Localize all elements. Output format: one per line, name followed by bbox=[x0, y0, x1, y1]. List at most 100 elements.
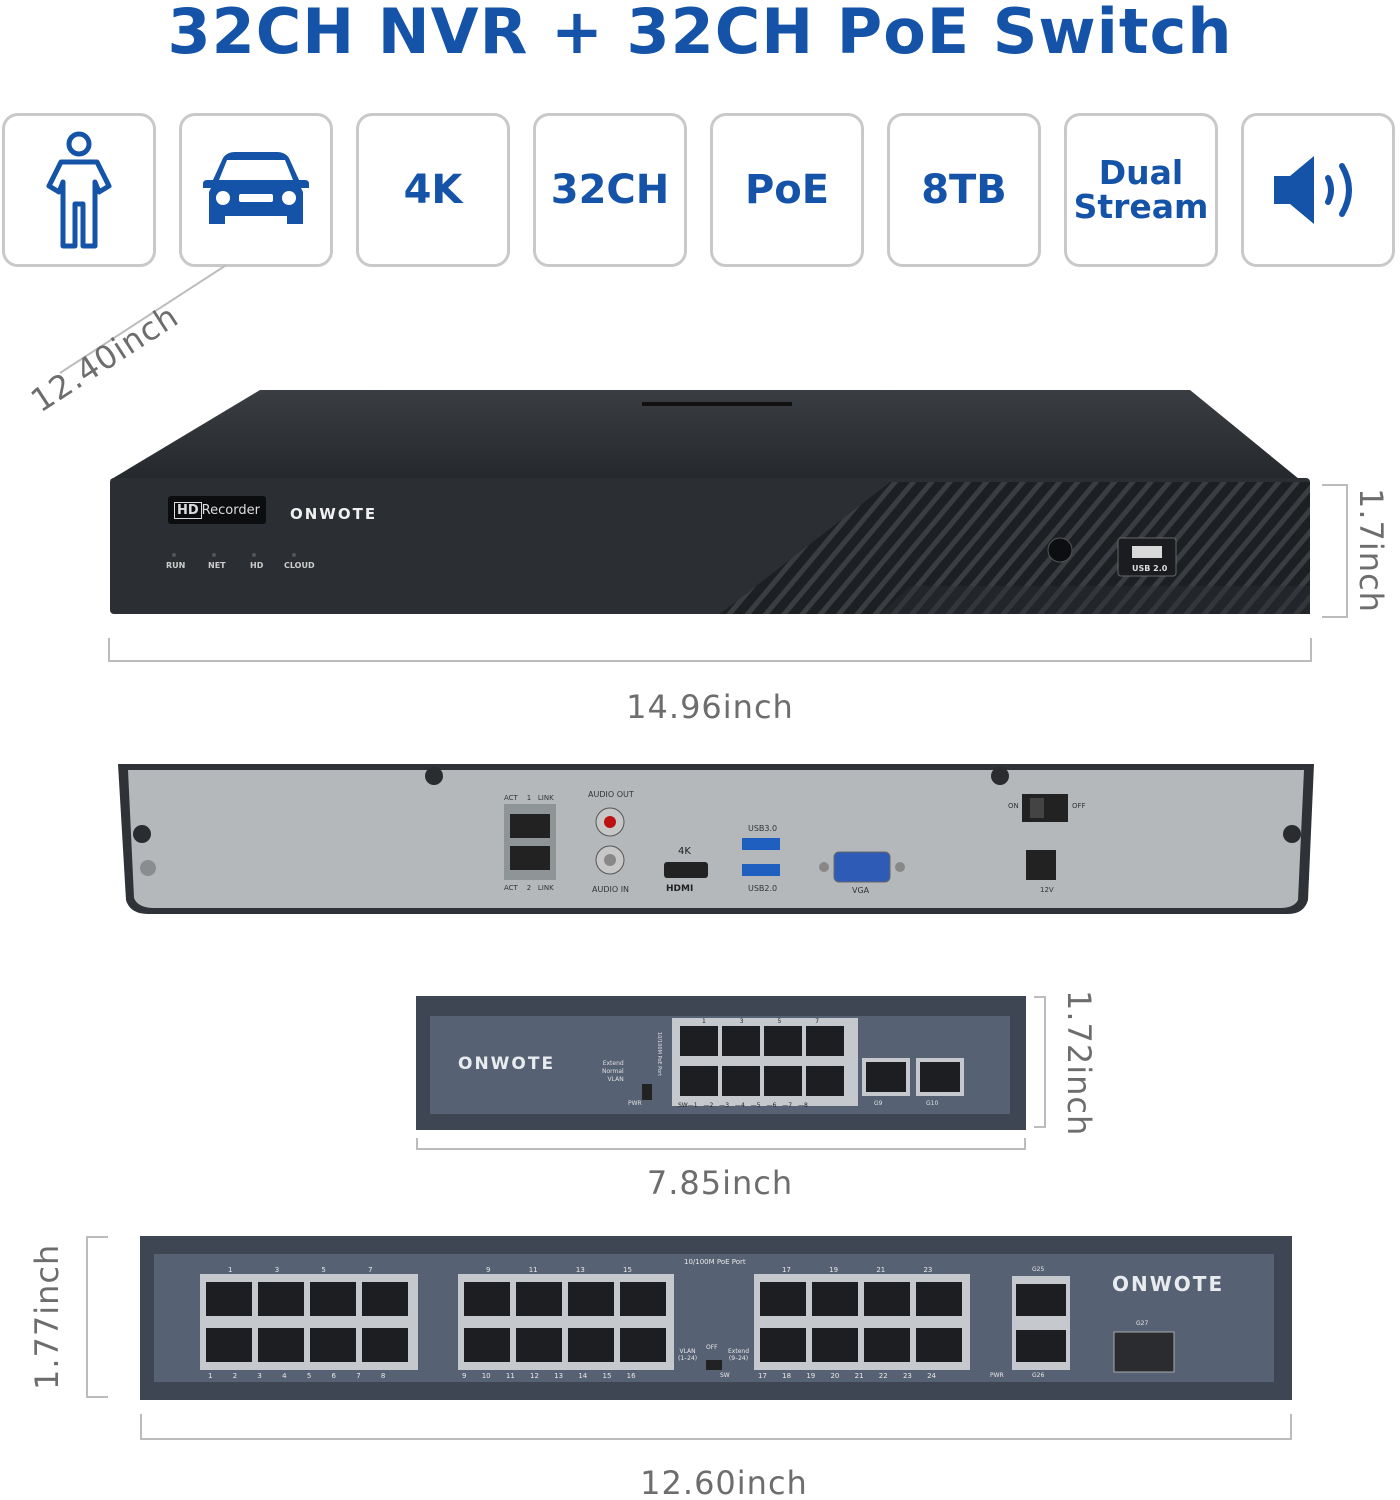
feature-32ch: 32CH bbox=[533, 113, 687, 267]
g2-b-3: 12 bbox=[530, 1372, 539, 1380]
g3-b-2: 19 bbox=[806, 1372, 816, 1380]
g1-b-7: 8 bbox=[380, 1372, 386, 1380]
sw24-group1-bottom: 1 2 3 4 5 6 7 8 bbox=[208, 1372, 385, 1380]
sw8-num-2: —2 bbox=[703, 1102, 714, 1109]
switch8-top-numbers: 1 3 5 7 bbox=[702, 1018, 819, 1025]
power-on-label: ON bbox=[1008, 802, 1019, 810]
mode-vlan: VLAN bbox=[607, 1076, 624, 1083]
g2-top-3: 15 bbox=[623, 1266, 632, 1274]
lan1-labels: ACT 1 LINK bbox=[504, 794, 554, 802]
uplink-g10: G10 bbox=[926, 1100, 939, 1107]
feature-32ch-label: 32CH bbox=[550, 167, 670, 213]
feature-8tb-label: 8TB bbox=[921, 167, 1007, 213]
switch8-height-label: 1.72inch bbox=[1060, 990, 1098, 1137]
nvr-height-label: 1.7inch bbox=[1352, 488, 1390, 613]
poe-switch-27-port: 10/100M PoE Port ONWOTE 1 3 5 7 1 2 3 4 … bbox=[140, 1236, 1292, 1400]
sw24-extend-labels: Extend (9–24) bbox=[728, 1348, 749, 1362]
g1-b-3: 4 bbox=[282, 1372, 287, 1380]
hdmi-label: HDMI bbox=[666, 884, 694, 894]
g1-b-4: 5 bbox=[306, 1372, 312, 1380]
g1-b-1: 2 bbox=[232, 1372, 238, 1380]
lan2-num: 2 bbox=[526, 884, 532, 892]
switch8-mode-labels: Extend Normal VLAN bbox=[602, 1060, 624, 1084]
feature-dual-label: Dual bbox=[1098, 153, 1184, 192]
audio-out-label: AUDIO OUT bbox=[588, 790, 634, 799]
g2-b-2: 11 bbox=[505, 1372, 515, 1380]
sw8-top-7: 7 bbox=[815, 1018, 820, 1025]
nvr-width-label: 14.96inch bbox=[626, 688, 794, 726]
page-title: 32CH NVR + 32CH PoE Switch bbox=[167, 0, 1233, 68]
g3-b-4: 21 bbox=[854, 1372, 864, 1380]
usb3-label: USB3.0 bbox=[748, 824, 778, 833]
audio-in-label: AUDIO IN bbox=[592, 885, 630, 894]
sw8-num-4: —4 bbox=[734, 1102, 745, 1109]
nvr-width-bracket bbox=[108, 638, 1312, 662]
uplink-g25: G25 bbox=[1032, 1266, 1045, 1273]
g1-b-5: 6 bbox=[331, 1372, 336, 1380]
sw24-group2-bottom: 9 10 11 12 13 14 15 16 bbox=[462, 1372, 636, 1380]
sw24-brand-logo: ONWOTE bbox=[1112, 1272, 1225, 1296]
switch24-width-label: 12.60inch bbox=[640, 1464, 808, 1500]
g1-top-0: 1 bbox=[228, 1266, 233, 1274]
lan1-num: 1 bbox=[526, 794, 532, 802]
g1-b-2: 3 bbox=[257, 1372, 262, 1380]
lan2-link: LINK bbox=[537, 884, 554, 892]
sw8-num-8: —8 bbox=[797, 1102, 808, 1109]
g2-top-0: 9 bbox=[486, 1266, 491, 1274]
feature-4k-label: 4K bbox=[403, 167, 463, 213]
g1-top-2: 5 bbox=[321, 1266, 326, 1274]
lan1-act: ACT bbox=[504, 794, 518, 802]
g3-b-1: 18 bbox=[782, 1372, 792, 1380]
switch24-height-label: 1.77inch bbox=[28, 1243, 66, 1390]
badge-recorder: Recorder bbox=[201, 503, 260, 518]
switch8-brand-logo: ONWOTE bbox=[458, 1054, 556, 1074]
front-usb-label: USB 2.0 bbox=[1132, 564, 1168, 573]
g1-b-0: 1 bbox=[208, 1372, 213, 1380]
uplink-g9: G9 bbox=[874, 1100, 883, 1107]
feature-vehicle-detection bbox=[179, 113, 333, 267]
lan2-labels: ACT 2 LINK bbox=[504, 884, 554, 892]
sw24-sw-label: SW bbox=[720, 1372, 730, 1379]
feature-poe: PoE bbox=[710, 113, 864, 267]
vlan-range: (1–24) bbox=[678, 1355, 698, 1362]
g2-b-6: 15 bbox=[602, 1372, 612, 1380]
dc-12v-label: 12V bbox=[1040, 886, 1054, 894]
feature-8tb: 8TB bbox=[887, 113, 1041, 267]
sw24-pwr-label: PWR bbox=[990, 1372, 1004, 1379]
sw8-top-1: 1 bbox=[702, 1018, 706, 1025]
switch8-pwr-label: PWR bbox=[628, 1100, 642, 1107]
led-run: RUN bbox=[166, 561, 186, 570]
sw24-group2-top: 9 11 13 15 bbox=[486, 1266, 632, 1274]
poe-switch-10-port: ONWOTE Extend Normal VLAN PWR SW—1 —2 —3… bbox=[416, 996, 1026, 1130]
feature-person-detection bbox=[2, 113, 156, 267]
g1-top-3: 7 bbox=[368, 1266, 373, 1274]
sw8-num-1: SW—1 bbox=[678, 1102, 698, 1109]
speaker-icon bbox=[1274, 156, 1352, 224]
extend-range: (9–24) bbox=[728, 1355, 749, 1362]
g2-b-4: 13 bbox=[554, 1372, 564, 1380]
sw8-num-3: —3 bbox=[719, 1102, 730, 1109]
g1-b-6: 7 bbox=[356, 1372, 361, 1380]
g3-b-3: 20 bbox=[830, 1372, 840, 1380]
led-hd: HD bbox=[250, 561, 264, 570]
g2-top-1: 11 bbox=[528, 1266, 538, 1274]
g2-b-7: 16 bbox=[626, 1372, 636, 1380]
switch24-height-bracket bbox=[86, 1236, 108, 1398]
feature-stream-label: Stream bbox=[1073, 187, 1209, 226]
switch24-width-bracket bbox=[140, 1414, 1292, 1440]
sw24-group3-top: 17 19 21 23 bbox=[782, 1266, 932, 1274]
nvr-brand-logo: ONWOTE bbox=[290, 505, 378, 523]
sw8-top-5: 5 bbox=[777, 1018, 782, 1025]
sw24-header: 10/100M PoE Port bbox=[684, 1258, 746, 1266]
sfp-g27: G27 bbox=[1136, 1320, 1149, 1327]
feature-dual-stream: Dual Stream bbox=[1064, 113, 1218, 267]
led-net: NET bbox=[208, 561, 226, 570]
extend-label: Extend bbox=[728, 1348, 749, 1355]
g1-top-1: 3 bbox=[274, 1266, 280, 1274]
g3-top-3: 23 bbox=[923, 1266, 933, 1274]
lan2-act: ACT bbox=[504, 884, 518, 892]
g3-b-0: 17 bbox=[758, 1372, 767, 1380]
feature-4k: 4K bbox=[356, 113, 510, 267]
badge-hd: HD bbox=[174, 502, 202, 519]
